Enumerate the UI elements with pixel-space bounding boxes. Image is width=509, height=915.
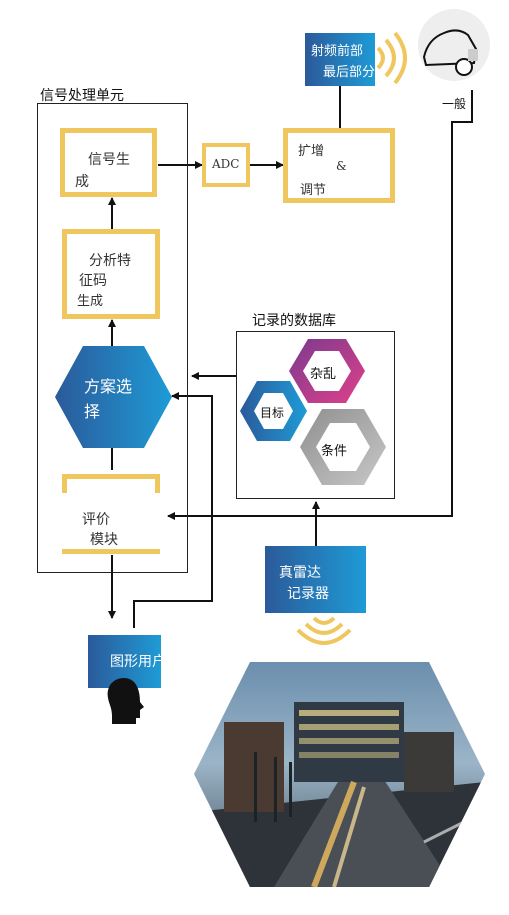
eval-line2: 模块: [90, 532, 118, 548]
db-condition-label: 条件: [321, 444, 348, 459]
city-photo-hexagon: [194, 662, 485, 887]
line-car-eval: [167, 90, 473, 520]
eval-block: 评价 模块: [62, 474, 160, 554]
signal-unit-frame: [37, 103, 188, 573]
gui-label: 图形用户: [110, 654, 161, 670]
db-target-label: 目标: [260, 406, 285, 420]
line-gui-scheme: [133, 392, 213, 628]
radar-recorder-box: 真雷达 记录器: [265, 546, 366, 613]
database-title: 记录的数据库: [252, 313, 336, 329]
db-clutter-label: 杂乱: [310, 367, 337, 382]
scheme-line1: 方案选: [84, 377, 133, 396]
eval-left-tick: [62, 479, 67, 493]
signal-unit-title: 信号处理单元: [40, 88, 124, 104]
radar-wave-icon: [296, 616, 352, 645]
amplify-line2: &: [336, 159, 347, 173]
database-hexagons: [240, 339, 386, 485]
feature-line1: 分析特: [89, 253, 131, 269]
eval-right-tick: [155, 479, 160, 493]
rf-line1: 射频前部: [311, 44, 364, 59]
signal-gen-block: 信号生 成: [60, 128, 157, 197]
feature-line2: 征码: [79, 273, 107, 289]
car-icon: [418, 9, 490, 81]
person-head-icon: [107, 678, 144, 724]
rf-frontend-box: 射频前部 最后部分: [305, 33, 375, 86]
amplify-block: 扩增 & 调节: [283, 128, 395, 203]
adc-block: ADC: [202, 143, 250, 187]
database-frame: [236, 331, 395, 499]
eval-line1: 评价: [82, 512, 110, 528]
amplify-line1: 扩增: [298, 144, 325, 159]
radar-line2: 记录器: [287, 586, 329, 602]
signal-gen-line1: 信号生: [88, 152, 130, 168]
scheme-hexagon: [55, 346, 172, 448]
amplify-line3: 调节: [300, 183, 327, 198]
signal-gen-line2: 成: [75, 174, 89, 190]
scheme-line2: 择: [84, 402, 101, 421]
feature-block: 分析特 征码 生成: [62, 229, 160, 319]
radar-line1: 真雷达: [279, 565, 321, 581]
adc-label: ADC: [212, 157, 240, 171]
feature-line3: 生成: [77, 294, 104, 309]
car-label: 一般: [442, 97, 467, 111]
signal-wave-icon: [376, 31, 407, 85]
rf-line2: 最后部分: [323, 65, 376, 80]
